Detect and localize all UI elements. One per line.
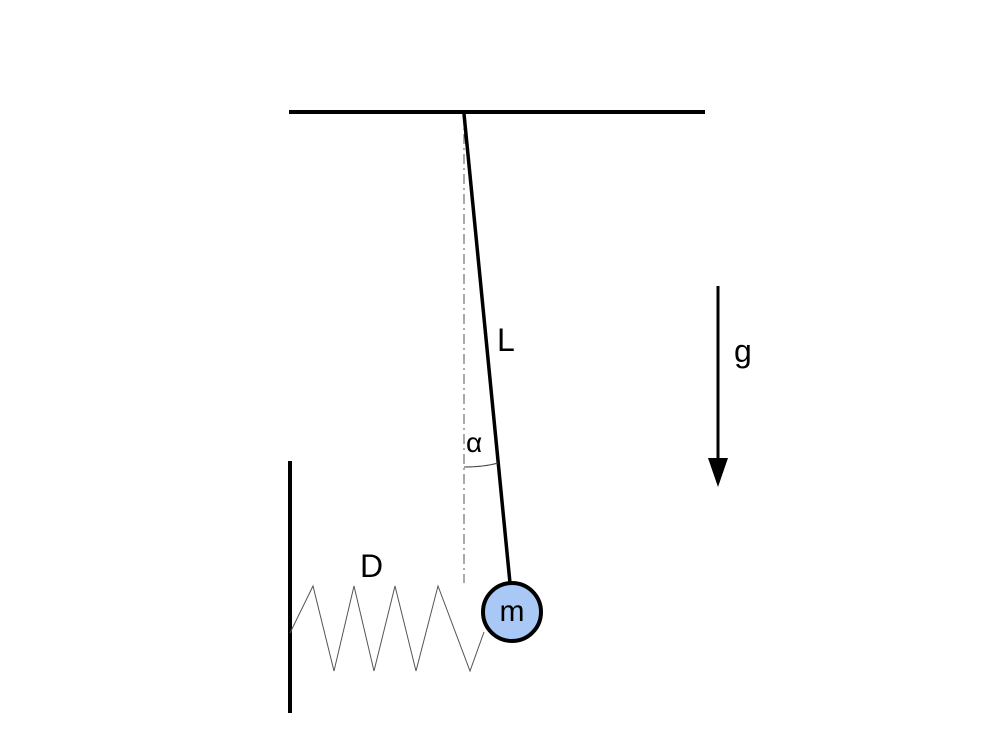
gravity-arrow-head — [708, 458, 728, 487]
mass-label: m — [500, 595, 525, 628]
pendulum-rod — [462, 113, 512, 584]
spring-constant-label: D — [360, 548, 383, 584]
spring — [289, 584, 485, 673]
mass-bob — [481, 581, 543, 643]
angle-arc — [463, 462, 499, 468]
gravity-label: g — [734, 333, 752, 369]
length-label: L — [497, 322, 515, 358]
angle-label: α — [466, 427, 482, 458]
